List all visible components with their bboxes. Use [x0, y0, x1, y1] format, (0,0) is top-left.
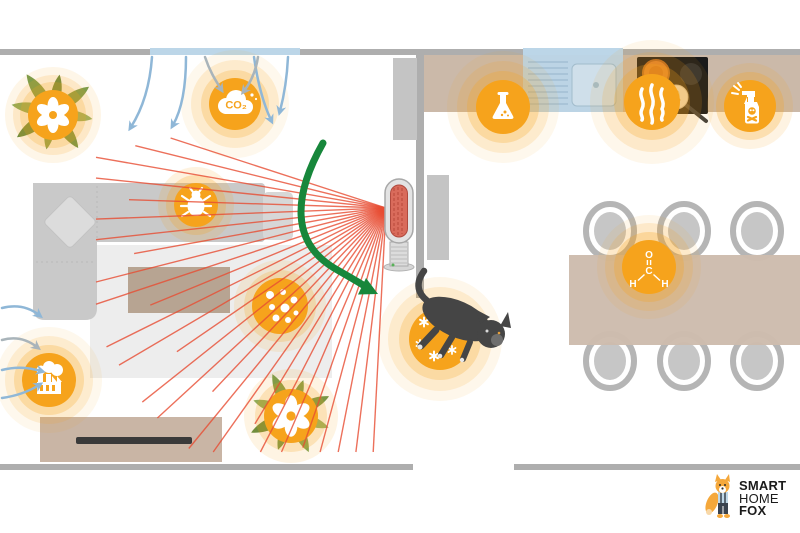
- walls: [0, 48, 800, 470]
- sink: [523, 54, 623, 112]
- outdoor-pollution-icon: [0, 327, 102, 433]
- heat-ray: [128, 199, 387, 209]
- heat-ray: [156, 207, 387, 419]
- heat-ray: [170, 137, 387, 209]
- cat-ear: [475, 309, 490, 324]
- heat-ray: [95, 207, 387, 305]
- heat-ray: [95, 207, 387, 241]
- co2-cloud-glyph: CO₂: [218, 90, 258, 114]
- living-room-window: [150, 48, 300, 55]
- logo-line-home: HOME: [739, 490, 779, 506]
- cat-ear: [500, 312, 511, 328]
- hcho-structure-glyph: O C H H: [629, 250, 668, 290]
- heat-ray: [95, 207, 387, 220]
- fan-heater: [383, 178, 415, 272]
- logo-line-fox: FOX: [739, 503, 767, 518]
- heat-ray: [280, 207, 387, 453]
- hcho-h-left: H: [629, 279, 636, 290]
- bottom-wall-right: [514, 464, 800, 470]
- hcho-o: O: [645, 250, 653, 261]
- heat-ray: [254, 207, 387, 425]
- co2-icon: CO₂: [181, 50, 289, 158]
- fox-tail: [705, 492, 719, 514]
- fox-ear: [725, 474, 730, 482]
- heat-ray: [355, 207, 387, 453]
- heat-ray: [106, 207, 387, 348]
- pollen-icon: [5, 67, 101, 163]
- spray-bottle-glyph: [731, 82, 759, 124]
- heat-ray: [150, 207, 387, 306]
- smart-home-fox-mark: [705, 474, 730, 518]
- heat-ray: [337, 207, 387, 453]
- chemical-flask-icon: [447, 51, 559, 163]
- open-door: [427, 175, 449, 260]
- heat-ray: [302, 207, 387, 448]
- dining-table: [569, 255, 800, 345]
- window-airflow-arrows: [128, 55, 290, 132]
- heat-ray: [319, 207, 387, 453]
- tv: [76, 437, 192, 444]
- hcho-c: C: [645, 266, 652, 277]
- heat-ray: [95, 177, 387, 209]
- circulation-arrow: [297, 139, 378, 295]
- left-airflow-arrows: [0, 305, 46, 400]
- heat-ray: [212, 207, 387, 453]
- heat-ray: [211, 207, 387, 393]
- hcho-h-right: H: [661, 279, 668, 290]
- logo-line-smart: SMART: [739, 478, 787, 493]
- particles-glyph: [266, 289, 299, 323]
- coffee-table: [128, 267, 230, 313]
- top-wall: [0, 49, 800, 55]
- heat-ray: [141, 207, 387, 403]
- dining-set: [569, 201, 800, 391]
- pollen-icon-2: [244, 369, 338, 463]
- wall-cabinet: [393, 58, 417, 140]
- divider-wall: [416, 49, 424, 298]
- cooking-odor-icon: [590, 40, 714, 164]
- heat-ray: [372, 207, 387, 453]
- tv-stand: [40, 417, 222, 462]
- heat-ray: [188, 207, 387, 449]
- heat-ray: [259, 207, 387, 453]
- sofa-pillow: [44, 196, 96, 248]
- co2-label: CO₂: [225, 100, 247, 112]
- cat: [415, 267, 511, 363]
- heat-ray: [95, 207, 387, 283]
- heat-ray: [135, 145, 387, 209]
- heat-ray: [95, 156, 387, 209]
- steam-glyph: [639, 83, 665, 125]
- formaldehyde-icon: O C H H: [597, 215, 701, 319]
- heat-rays: [95, 137, 387, 453]
- arrow-head: [358, 278, 378, 295]
- cat-body: [422, 296, 492, 342]
- heater-body: [389, 241, 409, 267]
- flask-glyph: [492, 92, 514, 119]
- heat-ray: [118, 207, 387, 366]
- heat-ray: [176, 207, 387, 353]
- heater-element: [390, 184, 408, 238]
- toxic-spray-icon: [707, 63, 793, 149]
- smart-home-fox-logo-text: SMART HOME FOX: [739, 478, 787, 518]
- flower-glyph: [36, 97, 70, 133]
- fox-shirt: [718, 492, 728, 504]
- bottom-wall-left: [0, 464, 413, 470]
- kitchen-window: [523, 48, 623, 55]
- heat-ray: [133, 207, 387, 255]
